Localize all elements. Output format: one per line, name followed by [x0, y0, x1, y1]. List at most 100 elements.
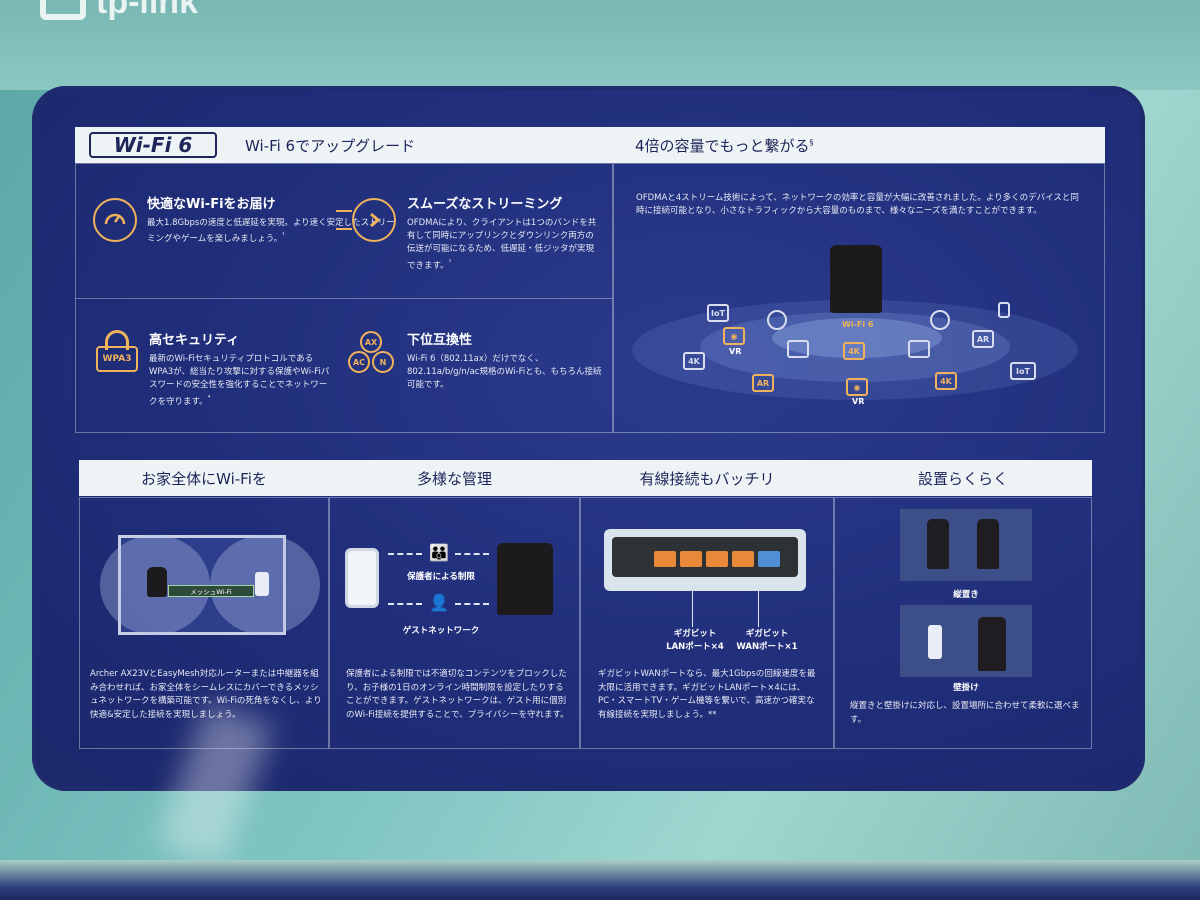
mesh-desc: Archer AX23VとEasyMesh対応ルーターまたは中継器を組み合わせれ…	[90, 669, 322, 720]
capacity-title-note: §	[809, 137, 814, 147]
feature-security: 高セキュリティ 最新のWi-FiセキュリティプロトコルであるWPA3が、総当たり…	[149, 329, 334, 409]
device-iot-icon: IoT	[707, 304, 729, 322]
section-title-bar-2: 多様な管理	[329, 460, 580, 496]
logo-text: tp-link	[96, 0, 198, 21]
device-vr-icon-2: ◉	[846, 378, 868, 396]
mesh-arrow: メッシュWi-Fi	[168, 585, 254, 597]
feature-desc-wrap: 最新のWi-FiセキュリティプロトコルであるWPA3が、総当たり攻撃に対する保護…	[149, 353, 334, 409]
device-4k-icon-3: 4K	[935, 372, 957, 390]
device-laptop-icon	[908, 340, 930, 358]
dash-line-top-right	[455, 553, 489, 555]
feature-title: 高セキュリティ	[149, 333, 240, 348]
device-4k-icon-2: 4K	[843, 342, 865, 360]
feature-note: ¹	[282, 230, 286, 240]
lan-port-3	[706, 551, 728, 567]
dash-line-bottom-right	[455, 603, 489, 605]
feature-note: ⁴	[207, 392, 211, 402]
speedometer-icon	[93, 198, 137, 242]
wan-port	[758, 551, 780, 567]
feature-streaming: スムーズなストリーミング OFDMAにより、クライアントは1つのバンドを共有して…	[407, 193, 602, 273]
device-vr-icon: ◉	[723, 327, 745, 345]
lan-port-1	[654, 551, 676, 567]
router-back-ports	[612, 537, 798, 577]
feature-title: 快適なWi-Fiをお届け	[147, 197, 276, 212]
mesh-extender-icon	[255, 572, 269, 596]
compat-ax: AX	[360, 331, 382, 353]
compat-icon: AX AC N	[346, 331, 396, 375]
capacity-title: 4倍の容量でもっと繋がる§	[635, 135, 814, 156]
stand-device-front	[927, 519, 949, 569]
feature-desc: 最新のWi-FiセキュリティプロトコルであるWPA3が、総当たり攻撃に対する保護…	[149, 354, 330, 407]
feature-title: スムーズなストリーミング	[407, 197, 563, 212]
router-back-panel	[604, 529, 806, 591]
wan-pointer-line	[758, 591, 759, 627]
feature-desc-wrap: OFDMAにより、クライアントは1つのバンドを共有して同時にアップリンクとダウン…	[407, 217, 602, 273]
device-vr-label: VR	[729, 347, 742, 356]
phone-image	[345, 548, 379, 608]
compat-n: N	[372, 351, 394, 373]
guest-icon: 👤	[429, 593, 449, 612]
router-image	[830, 245, 882, 313]
center-label: Wi-Fi 6	[842, 320, 874, 329]
device-phone-icon	[998, 302, 1010, 318]
wall-device	[978, 617, 1006, 671]
device-printer-icon	[787, 340, 809, 358]
family-icon: 👪	[429, 543, 449, 562]
dash-line-top-left	[388, 553, 422, 555]
feature-note: ¹	[448, 256, 452, 266]
lan-port-2	[680, 551, 702, 567]
install-desc: 縦置きと壁掛けに対応し、設置場所に合わせて柔軟に選べます。	[850, 701, 1080, 725]
stand-label: 縦置き	[953, 590, 979, 600]
compat-ac: AC	[348, 351, 370, 373]
device-ar-icon-2: AR	[972, 330, 994, 348]
signal-ellipse-inner	[772, 318, 942, 358]
box-bottom-edge	[0, 860, 1200, 900]
management-desc: 保護者による制限では不適切なコンテンツをブロックしたり、お子様の1日のオンライン…	[346, 669, 569, 720]
box-top-edge	[0, 0, 1200, 90]
device-ar-icon: AR	[752, 374, 774, 392]
mesh-router-icon	[147, 567, 167, 597]
feature-compat: 下位互換性 Wi-Fi 6（802.11ax）だけでなく、802.11a/b/g…	[407, 329, 602, 393]
brand-logo: tp-link	[40, 0, 198, 22]
feature-title: 下位互換性	[407, 333, 473, 348]
guest-label: ゲストネットワーク	[402, 626, 480, 636]
lan-label: ギガビット LANポート×4	[666, 629, 724, 652]
wifi6-badge: Wi-Fi 6	[89, 132, 217, 158]
tp-link-mark-icon	[40, 0, 86, 20]
ofdma-block	[613, 163, 1105, 433]
features-divider	[75, 298, 613, 299]
streaming-lines-icon	[336, 210, 352, 230]
section-wired	[580, 497, 834, 749]
ofdma-desc: OFDMAと4ストリーム技術によって、ネットワークの効率と容量が大幅に改善されま…	[636, 193, 1079, 217]
wired-desc: ギガビットWANポートなら、最大1Gbpsの回線速度を最大限に活用できます。ギガ…	[598, 669, 816, 720]
upgrade-title: Wi-Fi 6でアップグレード	[245, 136, 416, 155]
wall-install-image	[900, 605, 1032, 677]
feature-fast-wifi: 快適なWi-Fiをお届け 最大1.8Gbpsの速度と低遅延を実現。より速く安定し…	[147, 193, 397, 246]
feature-desc-wrap: 最大1.8Gbpsの速度と低遅延を実現。より速く安定したストリーミングやゲームを…	[147, 217, 397, 246]
feature-desc: OFDMAにより、クライアントは1つのバンドを共有して同時にアップリンクとダウン…	[407, 218, 597, 271]
dash-line-bottom-left	[388, 603, 422, 605]
wall-bracket-icon	[928, 625, 942, 659]
feature-desc: Wi-Fi 6（802.11ax）だけでなく、802.11a/b/g/n/ac規…	[407, 354, 602, 391]
top-title-bar: Wi-Fi 6 Wi-Fi 6でアップグレード 4倍の容量でもっと繋がる§	[75, 127, 1105, 163]
device-camera-icon-2	[930, 310, 950, 330]
lock-icon-text: WPA3	[96, 346, 138, 372]
wall-label: 壁掛け	[953, 683, 979, 693]
signal-ellipse-mid	[700, 312, 1010, 382]
wan-label: ギガビット WANポート×1	[736, 629, 798, 652]
features-grid	[75, 163, 613, 433]
management-router-image	[497, 543, 553, 615]
feature-desc: 最大1.8Gbpsの速度と低遅延を実現。より速く安定したストリーミングやゲームを…	[147, 218, 395, 244]
section-install	[834, 497, 1092, 749]
section-title-bar-1: お家全体にWi-Fiを	[79, 460, 329, 496]
lan-port-4	[732, 551, 754, 567]
device-4k-icon: 4K	[683, 352, 705, 370]
device-iot-icon-2: IoT	[1010, 362, 1036, 380]
section-mesh	[79, 497, 329, 749]
parental-label: 保護者による制限	[407, 572, 475, 582]
stand-install-image	[900, 509, 1032, 581]
section-title-bar-4: 設置らくらく	[834, 460, 1092, 496]
device-vr-label-2: VR	[852, 397, 865, 406]
mesh-label: メッシュWi-Fi	[190, 588, 232, 596]
lan-pointer-line	[692, 591, 693, 627]
